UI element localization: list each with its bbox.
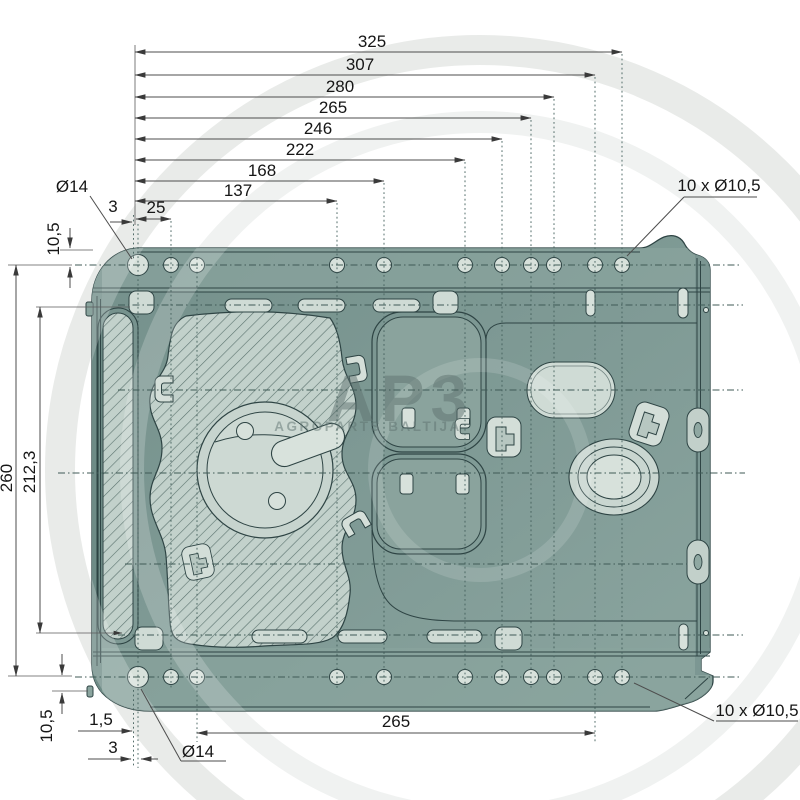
dim-top-246: 246 [134, 119, 503, 142]
bend-lines [93, 287, 710, 657]
dim-holes-10x10-5-top: 10 x Ø10,5 [626, 176, 761, 257]
dim-label: 25 [147, 198, 166, 217]
dim-left-260: 260 [0, 264, 72, 677]
dim-label: 3 [108, 738, 117, 757]
dim-label: 137 [224, 181, 252, 200]
center-hatched-recess [149, 311, 357, 648]
dim-left-10-5-top: 10,5 [44, 222, 93, 288]
dim-label: 168 [248, 161, 276, 180]
plate-edge-contours [85, 251, 709, 708]
dim-top-265: 265 [134, 98, 532, 121]
dim-label: 265 [382, 712, 410, 731]
dim-top-280: 280 [134, 77, 555, 100]
lower-center-pocket [371, 453, 487, 555]
dim-label: 325 [358, 32, 386, 51]
pivot-hole [268, 492, 286, 510]
dim-label: 307 [346, 55, 374, 74]
dim-top-3: 3 [108, 197, 133, 225]
dim-hole-d14-top: Ø14 [56, 177, 133, 260]
dim-label: 10 x Ø10,5 [715, 701, 798, 720]
dim-label: 10,5 [44, 222, 63, 255]
dim-bottom-1-5: 1,5 [78, 710, 133, 734]
plate-shading [92, 248, 712, 711]
watermark-logo: AP3 [327, 361, 473, 435]
right-hinge-bracket [686, 407, 710, 585]
dim-top-222: 222 [134, 140, 466, 163]
dim-top-168: 168 [134, 161, 385, 184]
pivot-hole [236, 422, 254, 440]
dim-label: 265 [319, 98, 347, 117]
watermark-subtitle: AGROPARTS BALTIJA [274, 419, 462, 434]
dim-label: 1,5 [89, 710, 113, 729]
dim-label: 280 [326, 77, 354, 96]
dimension-annotations: 325 307 280 265 246 222 168 137 [0, 32, 799, 762]
dim-top-325: 325 [134, 32, 623, 55]
dim-top-307: 307 [134, 55, 596, 78]
dim-holes-10x10-5-bottom: 10 x Ø10,5 [633, 682, 799, 722]
dim-hole-d14-bottom: Ø14 [140, 688, 226, 762]
dim-top-137: 137 [134, 181, 338, 204]
dim-label: Ø14 [56, 177, 88, 196]
dim-top-25: 25 [135, 198, 172, 222]
dim-bottom-265: 265 [196, 712, 596, 736]
watermark: AP3 AGROPARTS BALTIJA [274, 361, 473, 435]
dim-label: 246 [304, 119, 332, 138]
lever-slot [270, 422, 346, 468]
dim-label: 222 [286, 140, 314, 159]
plate-highlight-sweeps [92, 235, 713, 711]
upper-center-pocket [371, 311, 487, 453]
dim-label: 10,5 [37, 709, 56, 742]
dim-left-212-3: 212,3 [20, 306, 130, 636]
bottom-flange-features [134, 623, 709, 651]
dome-boss [568, 438, 660, 516]
dim-label: 10 x Ø10,5 [677, 176, 760, 195]
dim-label: 212,3 [20, 451, 39, 494]
dim-label: 260 [0, 464, 16, 492]
dim-label: Ø14 [182, 742, 214, 761]
left-hatched-pocket [97, 307, 139, 645]
centerlines [58, 54, 745, 768]
dim-bottom-3: 3 [88, 738, 158, 762]
dim-label: 3 [108, 197, 117, 216]
dim-left-10-5-bottom: 10,5 [37, 654, 88, 743]
